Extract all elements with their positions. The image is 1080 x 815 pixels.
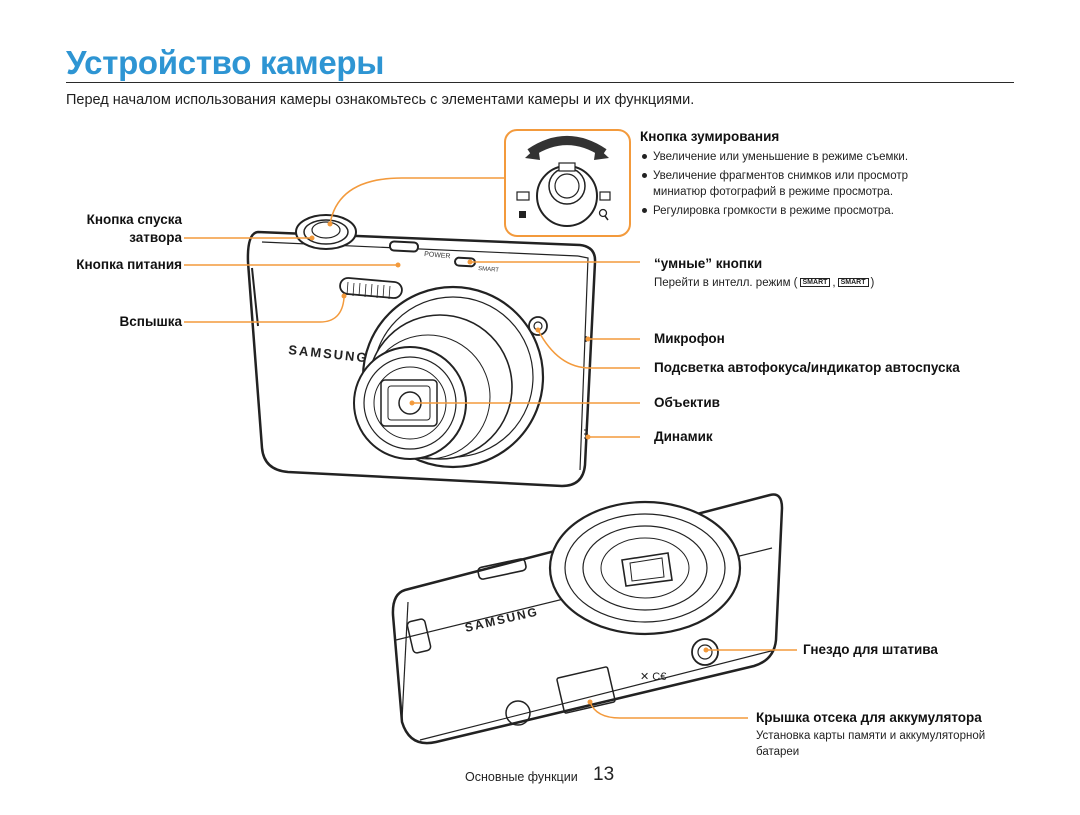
intro-text: Перед началом использования камеры ознак… xyxy=(66,92,695,108)
zoom-bullet-list: Увеличение или уменьшение в режиме съемк… xyxy=(640,149,940,222)
battery-description-line1: Установка карты памяти и аккумуляторной xyxy=(756,730,986,742)
label-flash: Вспышка xyxy=(119,314,182,329)
label-shutter-line2: затвора xyxy=(129,230,182,245)
smart-desc-end: ) xyxy=(870,277,875,289)
title-divider xyxy=(66,82,1014,83)
svg-text:✕ C€: ✕ C€ xyxy=(640,671,666,683)
label-battery-cover: Крышка отсека для аккумулятора xyxy=(756,710,982,725)
label-power-button: Кнопка питания xyxy=(76,257,182,272)
callout-lines xyxy=(184,177,797,719)
page-title: Устройство камеры xyxy=(66,44,385,81)
zoom-bullet: Увеличение фрагментов снимков или просмо… xyxy=(640,168,940,200)
smart-desc-sep: , xyxy=(832,277,836,289)
label-smart-buttons: “умные” кнопки xyxy=(654,256,763,271)
smart-video-icon: SMART xyxy=(837,278,869,288)
label-af-lamp: Подсветка автофокуса/индикатор автоспуск… xyxy=(654,360,960,375)
label-zoom-button: Кнопка зумирования xyxy=(640,129,780,144)
zoom-bullet: Регулировка громкости в режиме просмотра… xyxy=(640,203,940,219)
label-lens: Объектив xyxy=(654,395,720,410)
power-engraving: POWER xyxy=(424,251,451,260)
smart-desc-text: Перейти в интелл. режим ( xyxy=(654,277,798,289)
page-number: 13 xyxy=(593,764,615,785)
smart-photo-icon: SMART xyxy=(799,278,831,288)
zoom-inset xyxy=(504,129,631,237)
label-shutter-line1: Кнопка спуска xyxy=(86,212,182,227)
zoom-bullet: Увеличение или уменьшение в режиме съемк… xyxy=(640,149,940,165)
footer-section-name: Основные функции xyxy=(465,770,578,784)
label-speaker: Динамик xyxy=(654,429,713,444)
smart-buttons-description: Перейти в интелл. режим (SMART,SMART) xyxy=(654,277,874,289)
camera-back: SAMSUNG ✕ C€ xyxy=(391,493,784,745)
label-tripod-socket: Гнездо для штатива xyxy=(803,642,938,657)
camera-front: POWER SMART SAMSUNG xyxy=(246,214,597,488)
label-microphone: Микрофон xyxy=(654,331,725,346)
smart-engraving: SMART xyxy=(478,266,500,274)
battery-description-line2: батареи xyxy=(756,746,800,758)
